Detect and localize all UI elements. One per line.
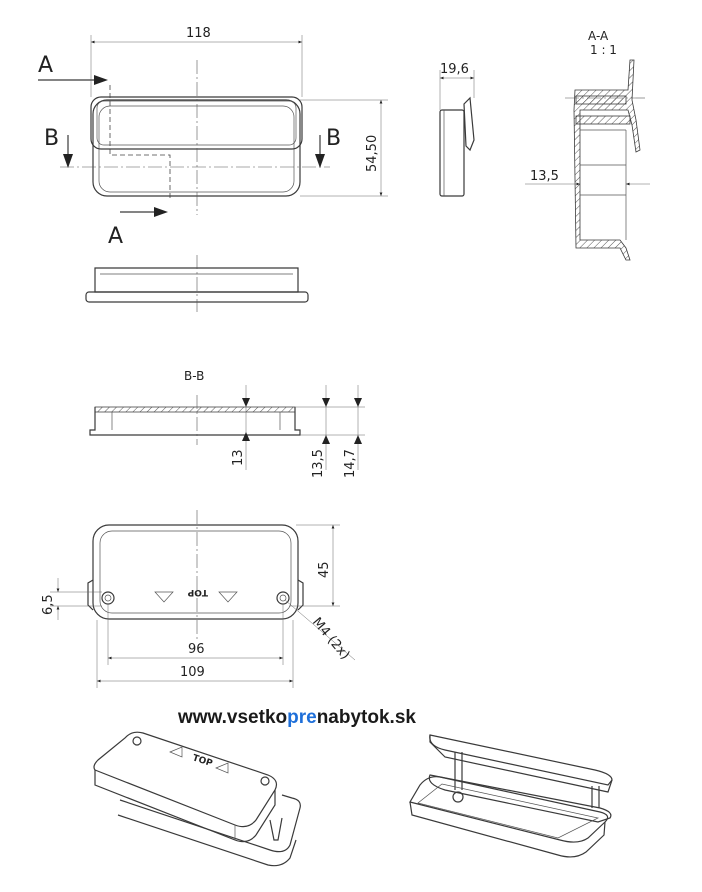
- dim-bb-147: 14,7: [343, 449, 358, 478]
- iso-exploded-base-inner: [417, 783, 600, 839]
- iso-closed-view: TOP: [93, 731, 301, 867]
- iso-exploded-boss: [452, 791, 464, 803]
- screw-hole-left-inner: [104, 594, 112, 602]
- arrowhead-a-bottom: [154, 207, 168, 217]
- dim-width-118: 118: [186, 26, 211, 41]
- elevation-view: [85, 255, 309, 312]
- dim-height-5450: 54,50: [365, 135, 380, 172]
- bottom-outer: [92, 524, 299, 620]
- front-hidden-line: [109, 85, 171, 200]
- iso-closed-screw-1: [132, 736, 142, 746]
- section-aa-view: A-A 1 : 1 13,5: [525, 29, 650, 261]
- bottom-flange-right: [297, 579, 304, 611]
- front-view: A A B B 118 54,50: [38, 26, 388, 249]
- bottom-view: TOP 45 6,5 96 109 M4 (2x): [41, 510, 356, 688]
- website-prefix: www.vsetko: [177, 707, 287, 728]
- dim-bb-13: 13: [231, 449, 246, 466]
- label-scale-aa: 1 : 1: [590, 43, 617, 57]
- iso-exploded-base-side: [409, 801, 606, 858]
- iso-closed-base-front: [119, 794, 301, 853]
- dim-hole-spacing-96: 96: [188, 642, 205, 657]
- iso-closed-screw-2: [260, 776, 270, 786]
- bottom-inner: [99, 530, 292, 614]
- website-url[interactable]: www.vsetkoprenabytok.sk: [177, 707, 416, 728]
- triangle-mark-left: [154, 591, 174, 603]
- iso-exploded-lid-side: [429, 735, 613, 793]
- website-suffix: nabytok.sk: [317, 707, 417, 728]
- dim-147-arrow-bottom: [354, 435, 362, 444]
- iso-exploded-base-top: [409, 776, 609, 843]
- bottom-flange-left: [87, 579, 94, 611]
- iso-exploded-lid-top: [429, 734, 613, 786]
- iso-closed-pin: [269, 817, 283, 841]
- iso-closed-lid-side: [94, 770, 276, 843]
- label-section-a-top: A: [38, 53, 53, 78]
- iso-closed-triangle-1: [169, 746, 183, 758]
- dim-13-arrow-bottom: [242, 432, 250, 441]
- iso-closed-lid-top: [93, 731, 278, 828]
- screw-hole-left: [101, 591, 115, 605]
- front-lid-outline: [90, 96, 303, 150]
- dim-147-arrow-top: [354, 398, 362, 407]
- arrowhead-b-left: [63, 154, 73, 168]
- dim-hole-height-45: 45: [317, 561, 332, 578]
- iso-exploded-view: [409, 734, 613, 858]
- website-accent: pre: [287, 707, 317, 728]
- dim-13-arrow-top: [242, 398, 250, 407]
- dim-135b-arrow-bottom: [322, 435, 330, 444]
- thread-leader: [284, 599, 356, 661]
- iso-exploded-insert: [428, 774, 612, 823]
- side-lid-tab: [463, 96, 475, 152]
- arrowhead-b-right: [315, 154, 325, 168]
- dim-wall-135: 13,5: [530, 169, 559, 184]
- arrowhead-a-top: [94, 75, 108, 85]
- thread-callout-m4: M4 (2x): [309, 615, 352, 663]
- section-bb-view: B-B 13 13,5 14,7: [89, 369, 365, 478]
- label-section-b-left: B: [44, 126, 59, 151]
- side-body: [439, 109, 465, 197]
- dim-hole-offset-65: 6,5: [41, 594, 56, 615]
- dim-base-width-109: 109: [180, 665, 205, 680]
- side-view: 19,6: [439, 62, 475, 197]
- section-aa-insert: [575, 115, 631, 125]
- triangle-mark-right: [218, 591, 238, 603]
- dim-depth-196: 19,6: [440, 62, 469, 77]
- label-section-a-bottom: A: [108, 224, 123, 249]
- label-section-b-right: B: [326, 126, 341, 151]
- label-section-bb: B-B: [184, 369, 204, 383]
- iso-closed-base-bottom: [117, 814, 297, 867]
- elevation-body: [94, 267, 299, 293]
- label-section-aa: A-A: [588, 29, 609, 43]
- screw-hole-right-inner: [279, 594, 287, 602]
- section-bb-top-hatch: [94, 406, 296, 413]
- dim-135b-arrow-top: [322, 398, 330, 407]
- section-aa-hatch: [573, 59, 641, 261]
- section-aa-lid-plate: [575, 95, 627, 105]
- dim-bb-135: 13,5: [311, 449, 326, 478]
- iso-closed-triangle-2: [215, 762, 229, 774]
- front-base-outline: [92, 99, 301, 197]
- section-bb-outline: [89, 407, 301, 436]
- front-lid-inner: [96, 100, 297, 146]
- top-marking: TOP: [187, 587, 208, 597]
